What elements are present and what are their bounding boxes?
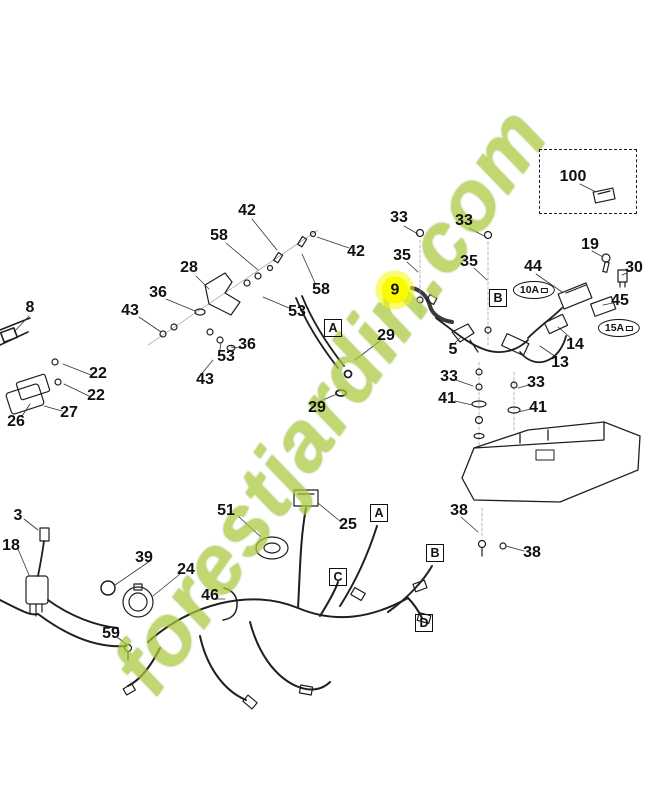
section-letter-box-A: A [324,319,342,337]
part-label-22: 22 [87,387,105,404]
part-label-35: 35 [460,253,478,270]
part-label-41: 41 [438,390,456,407]
leader-lines [13,183,628,645]
harness-connectors [122,489,432,710]
part-label-22: 22 [89,365,107,382]
part-label-33: 33 [440,368,458,385]
hook-46 [222,587,238,621]
part-label-42: 42 [347,243,365,260]
part-label-26: 26 [7,413,25,430]
connector-100 [592,187,616,204]
part-label-24: 24 [177,561,195,578]
part-label-100: 100 [559,168,587,185]
part-label-13: 13 [551,354,569,371]
part-label-59: 59 [102,625,120,642]
control-module [5,358,62,415]
part-label-45: 45 [611,292,629,309]
part-label-43: 43 [121,302,139,319]
gauge-24 [122,583,154,618]
part-label-19: 19 [581,236,599,253]
key-part-19 [601,253,611,273]
part-label-33: 33 [455,212,473,229]
part-label-51: 51 [217,502,235,519]
part-label-43: 43 [196,371,214,388]
part-label-38: 38 [450,502,468,519]
part-label-3: 3 [13,507,23,524]
part-label-29: 29 [308,399,326,416]
part-label-33: 33 [390,209,408,226]
part-label-46: 46 [201,587,219,604]
fuse-rating-label: 10A [519,284,540,296]
fuse-icon [541,287,549,293]
part-label-5: 5 [448,341,458,358]
section-letter-box-B: B [489,289,507,307]
section-letter-box-A: A [370,504,388,522]
part-label-8: 8 [25,299,35,316]
section-letter-box-B: B [426,544,444,562]
section-letter-box-C: C [329,568,347,586]
washer-stacks [471,361,521,449]
part-label-9: 9 [381,276,409,304]
switch-and-wiring-right [435,307,569,364]
section-letter-box-D: D [415,614,433,632]
part-label-33: 33 [527,374,545,391]
part-label-30: 30 [625,259,643,276]
part-label-14: 14 [566,336,584,353]
ring-39 [100,580,116,596]
connector-block-44 [557,282,617,317]
part-label-53: 53 [217,348,235,365]
part-label-38: 38 [523,544,541,561]
housing-cover [461,421,641,503]
part-label-58: 58 [312,281,330,298]
fuse-badge-15A: 15A [597,319,641,337]
part-label-25: 25 [339,516,357,533]
part-label-42: 42 [238,202,256,219]
part-label-41: 41 [529,399,547,416]
part-label-28: 28 [180,259,198,276]
part-label-35: 35 [393,247,411,264]
part-label-18: 18 [2,537,20,554]
throttle-lever [295,295,353,397]
part-label-39: 39 [135,549,153,566]
part-label-36: 36 [238,336,256,353]
part-label-58: 58 [210,227,228,244]
harness-coil-51 [255,536,289,560]
ref-box-100 [539,149,637,214]
wiring-harness-main [0,507,433,701]
fuse-rating-label: 15A [604,322,625,334]
fuse-badge-10A: 10A [512,281,556,299]
fuse-icon [626,325,634,331]
handle-bracket-assembly [147,229,319,352]
part-label-53: 53 [288,303,306,320]
part-label-44: 44 [524,258,542,275]
bolt-59 [123,643,133,661]
part-label-29: 29 [377,327,395,344]
plug-3-and-connector-18 [25,527,50,617]
bracket-part-5 [451,323,479,353]
part-30-terminal [617,269,628,288]
housing-screws-38 [477,507,507,557]
part-label-36: 36 [149,284,167,301]
part-label-27: 27 [60,404,78,421]
